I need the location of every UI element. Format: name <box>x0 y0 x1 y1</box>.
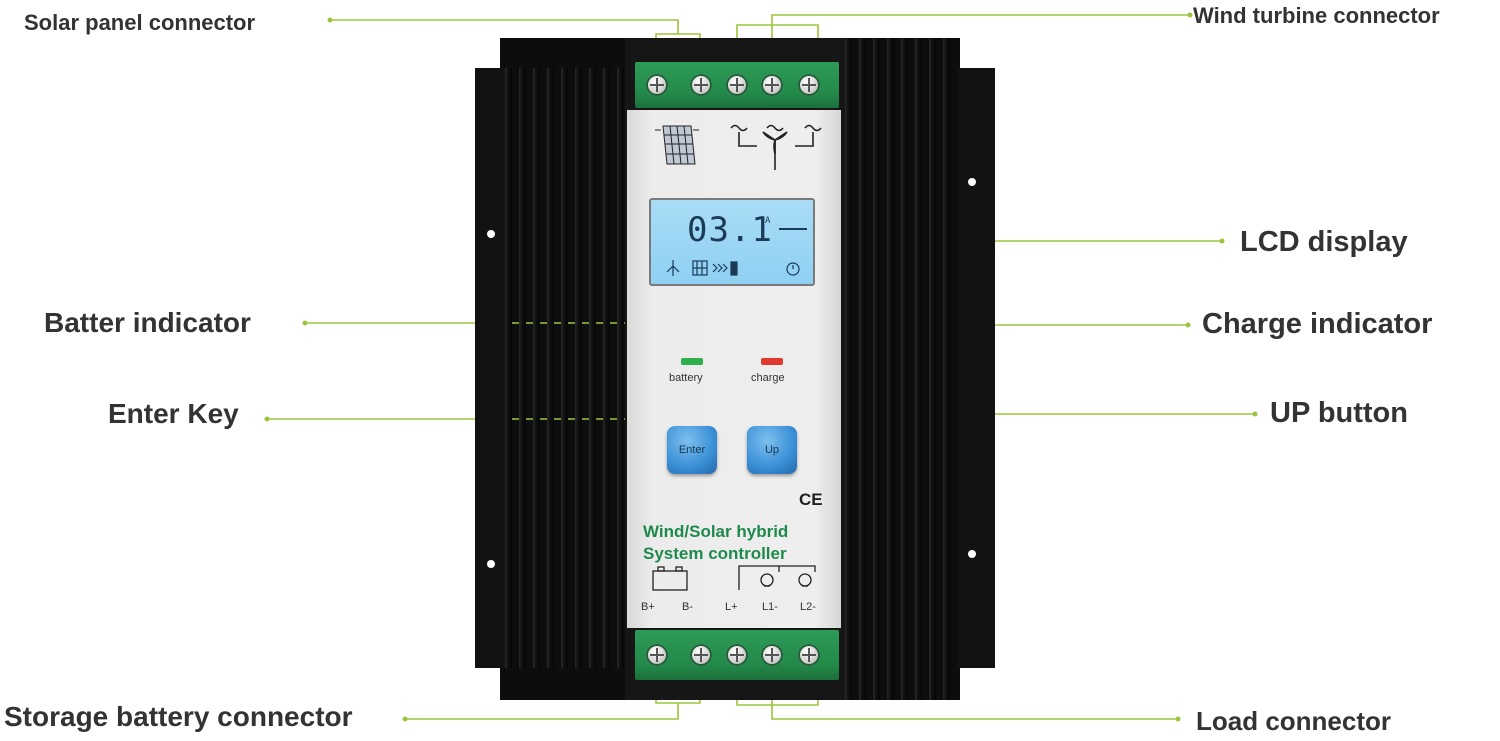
terminal-label-b-minus: B- <box>682 601 693 613</box>
terminal-screw-battery-pos[interactable] <box>646 644 668 666</box>
terminal-screw-wind-3[interactable] <box>798 74 820 96</box>
lcd-display: 03.1 A <box>649 198 815 286</box>
battery-led-label: battery <box>669 372 703 384</box>
controller-device: 03.1 A battery charge Enter Up <box>475 38 995 700</box>
leader-dot-storage <box>402 716 408 722</box>
terminal-screw-load-1[interactable] <box>761 644 783 666</box>
callout-wind-turbine: Wind turbine connector <box>1193 3 1440 28</box>
enter-button[interactable]: Enter <box>667 426 717 474</box>
lcd-unit: A <box>765 216 771 226</box>
terminal-screw-solar-pos[interactable] <box>646 74 668 96</box>
leader-solar-panel <box>330 19 679 34</box>
leader-dot-solar <box>327 17 333 23</box>
leader-dot-load <box>1175 716 1181 722</box>
heatsink-left <box>475 68 635 668</box>
lcd-status-icons <box>666 260 800 276</box>
ce-mark: CE <box>799 490 823 509</box>
leader-dot-battery <box>302 320 308 326</box>
terminal-label-b-plus: B+ <box>641 601 655 613</box>
up-button-label: Up <box>764 444 780 456</box>
callout-load-connector: Load connector <box>1196 706 1392 736</box>
terminal-label-l1-minus: L1- <box>762 601 778 613</box>
callout-charge-indicator: Charge indicator <box>1202 308 1433 340</box>
terminal-screw-wind-2[interactable] <box>761 74 783 96</box>
battery-led <box>681 358 703 365</box>
terminal-screw-load-pos[interactable] <box>726 644 748 666</box>
brand-line-2: System controller <box>643 544 787 563</box>
callout-enter-key: Enter Key <box>108 398 239 429</box>
leader-dot-enter <box>264 416 270 422</box>
heatsink-right <box>840 38 995 700</box>
leader-dot-up <box>1252 411 1258 417</box>
callout-battery-indicator: Batter indicator <box>44 307 251 338</box>
callout-up-button: UP button <box>1270 397 1408 429</box>
lcd-reading: 03.1 <box>687 210 773 250</box>
load-bulb-icon <box>738 565 816 590</box>
wind-turbine-icon <box>730 124 822 170</box>
front-panel: 03.1 A battery charge Enter Up <box>627 110 841 628</box>
bottom-terminal-block <box>635 630 839 680</box>
leader-dot-charge <box>1185 322 1191 328</box>
brand-line-1: Wind/Solar hybrid <box>643 522 789 541</box>
enter-button-label: Enter <box>678 444 706 456</box>
charge-led <box>761 358 783 365</box>
charge-led-label: charge <box>751 372 785 384</box>
leader-wind-turbine <box>771 14 1190 25</box>
leader-dot-lcd <box>1219 238 1225 244</box>
callout-solar-panel: Solar panel connector <box>24 10 256 35</box>
solar-panel-icon <box>655 125 699 165</box>
terminal-screw-solar-neg[interactable] <box>690 74 712 96</box>
terminal-label-l2-minus: L2- <box>800 601 816 613</box>
terminal-screw-load-2[interactable] <box>798 644 820 666</box>
up-button[interactable]: Up <box>747 426 797 474</box>
leader-storage-battery <box>405 703 679 720</box>
callout-lcd-display: LCD display <box>1240 226 1408 258</box>
top-terminal-block <box>635 62 839 108</box>
terminal-screw-battery-neg[interactable] <box>690 644 712 666</box>
callout-storage-battery: Storage battery connector <box>4 701 353 732</box>
leader-dot-wind <box>1187 12 1193 18</box>
battery-icon <box>652 566 688 591</box>
terminal-screw-wind-1[interactable] <box>726 74 748 96</box>
terminal-label-l-plus: L+ <box>725 601 738 613</box>
